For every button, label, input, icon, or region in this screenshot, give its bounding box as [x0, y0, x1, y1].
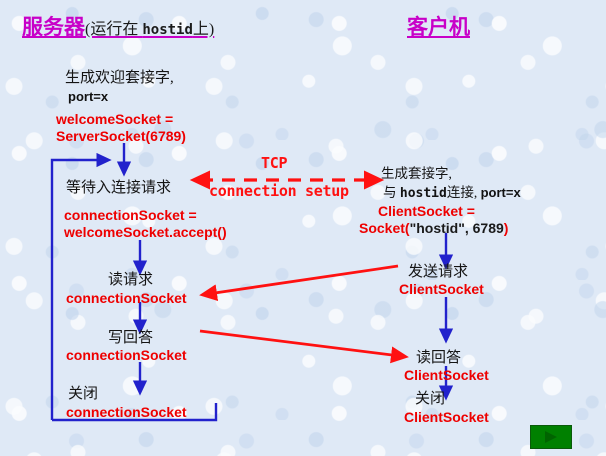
server-title-suffix-close: 上): [192, 21, 215, 38]
server-title-suffix-open: (运行在: [85, 21, 143, 38]
client-create-socket-hostid: hostid: [399, 186, 447, 201]
play-triangle-icon: [545, 431, 557, 443]
client-step-create-socket-desc-1: 生成套接字,: [381, 166, 452, 181]
client-step-create-socket-desc-2: 与 hostid连接, port=x: [383, 185, 521, 202]
server-step-write-reply-code-1: connectionSocket: [66, 347, 187, 363]
tcp-setup-label-line2: connection setup: [209, 182, 349, 200]
server-step-wait-for-connection-desc-1: 等待入连接请求: [66, 180, 172, 196]
server-step-close-desc-1: 关闭: [68, 386, 99, 402]
server-step-create-welcome-socket-code-1: welcomeSocket =: [56, 111, 174, 127]
client-step-create-socket-code-2: Socket("hostid", 6789): [359, 220, 509, 237]
page-title-client: 客户机: [407, 16, 470, 40]
server-step-close-code-1: connectionSocket: [66, 404, 187, 420]
client-create-socket-code-args: "hostid", 6789: [409, 220, 504, 236]
client-create-socket-desc-cn-b: 连接,: [446, 185, 481, 200]
client-title-label: 客户机: [407, 16, 470, 39]
server-step-wait-for-connection-code-1: connectionSocket =: [64, 207, 197, 223]
server-step-read-request-code-1: connectionSocket: [66, 290, 187, 306]
client-step-create-socket-code-1: ClientSocket =: [378, 203, 475, 219]
request-message-arrow: [199, 264, 399, 302]
server-title-hostid: hostid: [142, 22, 193, 38]
server-step-read-request-desc-1: 读请求: [108, 272, 154, 288]
page-title-server: 服务器(运行在 hostid上): [22, 16, 214, 40]
server-step-wait-for-connection-code-2: welcomeSocket.accept(): [64, 224, 227, 240]
client-create-socket-code-call: Socket(: [359, 220, 410, 236]
client-create-socket-port: port=x: [480, 185, 521, 200]
server-step-create-welcome-socket-code-2: ServerSocket(6789): [56, 128, 186, 144]
server-step-create-welcome-socket-desc-1: 生成欢迎套接字,: [65, 70, 174, 86]
client-step-close-desc-1: 关闭: [415, 391, 446, 407]
server-step-write-reply-desc-1: 写回答: [108, 330, 154, 346]
client-step-read-reply-desc-1: 读回答: [416, 350, 462, 366]
server-title-label: 服务器: [22, 16, 85, 39]
client-step-send-request-desc-1: 发送请求: [408, 264, 469, 280]
server-step-create-welcome-socket-desc-2: port=x: [68, 89, 109, 104]
reply-message-arrow: [199, 329, 409, 364]
client-step-send-request-code-1: ClientSocket: [399, 281, 484, 297]
client-step-read-reply-code-1: ClientSocket: [404, 367, 489, 383]
client-create-socket-desc-cn-a: 与: [383, 185, 400, 200]
tcp-setup-label-line1: TCP: [261, 154, 288, 172]
client-step-close-code-1: ClientSocket: [404, 409, 489, 425]
client-create-socket-code-paren: ): [503, 220, 509, 236]
next-slide-button[interactable]: [530, 425, 572, 449]
